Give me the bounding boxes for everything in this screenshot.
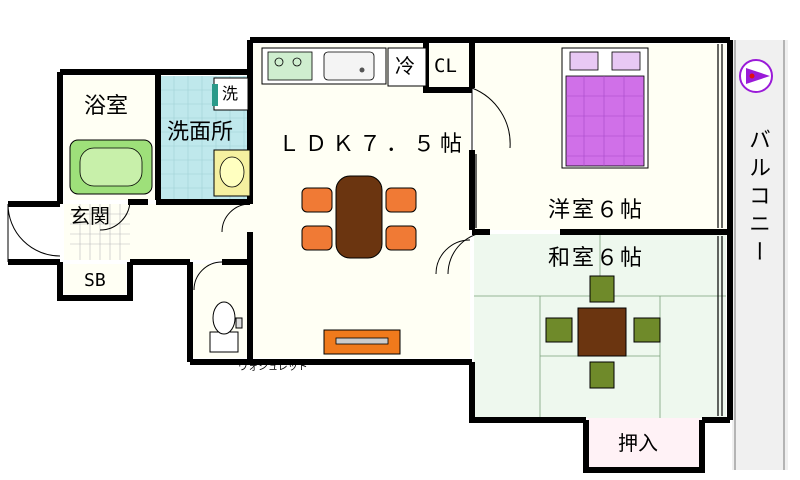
japanese-room-label: 和室６帖 <box>548 246 645 271</box>
western-room-label: 洋室６帖 <box>548 198 645 223</box>
toilet <box>209 301 243 353</box>
bed <box>561 47 649 169</box>
shoebox-floor <box>64 264 126 294</box>
windows <box>475 44 723 416</box>
storage-label: 押入 <box>618 431 658 455</box>
fridge-box <box>387 47 427 87</box>
toilet-note-label: ウォシュレット <box>238 362 308 373</box>
dining-set <box>301 175 417 259</box>
balcony-floor <box>732 40 788 470</box>
walls <box>8 37 733 473</box>
ldk-label: ＬＤＫ７．５帖 <box>278 132 468 157</box>
entrance-tiles <box>70 204 130 260</box>
closet-label: CL <box>434 55 457 77</box>
balcony-label: バルコニー <box>745 128 770 268</box>
shoebox-label: SB <box>84 270 106 291</box>
washbasin <box>213 149 251 197</box>
washer-label: 洗 <box>222 84 239 103</box>
fridge-label: 冷 <box>395 54 415 78</box>
tv-board <box>323 329 401 355</box>
door-swing-icon <box>7 87 511 291</box>
washer-pipe <box>212 84 218 106</box>
washroom-label: 洗面所 <box>167 120 234 145</box>
compass-icon <box>739 59 773 93</box>
entrance-label: 玄関 <box>70 204 110 228</box>
bathroom-label: 浴室 <box>84 94 129 119</box>
storage-floor <box>588 418 700 468</box>
bathtub <box>69 139 153 195</box>
balcony-railing <box>734 40 785 470</box>
low-table-set <box>545 275 661 389</box>
washer-box <box>213 77 249 111</box>
kitchen-counter <box>261 47 387 85</box>
